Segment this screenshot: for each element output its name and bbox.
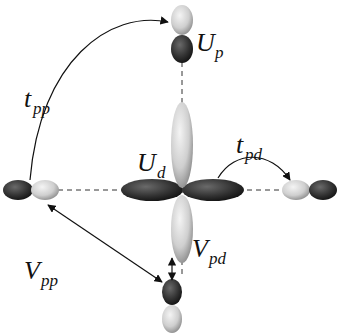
p-orbital (162, 279, 182, 333)
symbol-letter: U (196, 30, 215, 56)
symbol-subscript: p (215, 44, 224, 61)
p-orbital (171, 5, 193, 63)
symbol-letter: U (137, 150, 156, 176)
symbol-letter: t (236, 132, 243, 158)
symbol-letter: V (192, 236, 208, 262)
p-orbital (3, 180, 59, 200)
p-orbital (282, 180, 337, 200)
hopping-arrow (30, 20, 168, 180)
symbol-subscript: d (157, 164, 166, 181)
symbol-letter: t (24, 86, 31, 112)
symbol-subscript: pd (209, 250, 226, 267)
symbol-subscript: pd (245, 146, 262, 163)
interaction-arrow (171, 258, 172, 280)
symbol-subscript: pp (33, 100, 50, 117)
d-orbital (121, 102, 244, 263)
symbol-subscript: pp (41, 272, 58, 289)
symbol-letter: V (24, 258, 40, 284)
interaction-arrow (48, 205, 162, 282)
